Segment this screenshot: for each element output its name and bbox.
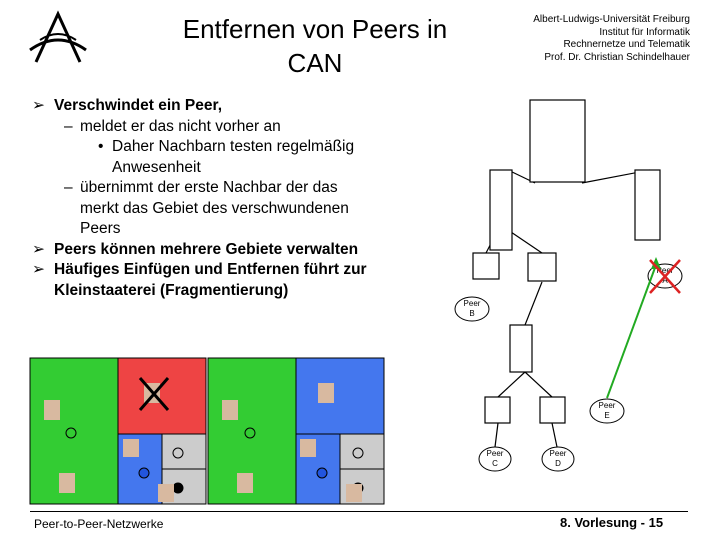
tree-edge [524,281,543,326]
bullet-main: ➢Verschwindet ein Peer, [32,96,432,117]
slide-title: Entfernen von Peers in CAN [150,12,480,80]
peer-point [138,467,150,479]
zone-gray [339,433,385,470]
uni-line: Prof. Dr. Christian Schindelhauer [544,51,690,63]
peer-point [65,427,77,439]
can-zone-grids [29,357,385,505]
tree-node [527,252,557,282]
tree-edge [507,229,543,254]
bullet-main: ➢Peers können mehrere Gebiete verwalten [32,240,432,261]
peer-point [244,427,256,439]
peer-point [316,467,328,479]
zone-gray [161,433,207,470]
dash-bullet-icon: – [64,179,73,196]
peer-e-node [589,398,625,424]
arrow-bullet-icon: ➢ [32,240,45,258]
peer-c-node [478,446,512,472]
tree-edge [524,371,553,398]
arrow-bullet-icon: ➢ [32,97,45,114]
uni-line: Albert-Ludwigs-Universität Freiburg [533,14,690,25]
tree-edge [494,422,499,448]
title-line-2: CAN [287,48,343,78]
peer-a-label: A [662,276,668,285]
zone-red [117,357,207,435]
footer-divider [30,511,688,512]
dash-bullet-icon: – [64,117,73,135]
university-logo [29,10,87,63]
tree-node [634,169,661,241]
tree-node [489,169,513,251]
dot-bullet-icon: • [98,138,104,155]
bullet-list: ➢Verschwindet ein Peer, –meldet er das n… [32,96,432,301]
footer-page-number: 8. Vorlesung - 15 [560,515,664,530]
peer-d-node [541,446,575,472]
tree-edge [497,371,526,398]
peer-point [172,482,184,494]
university-info: Albert-Ludwigs-Universität Freiburg Inst… [495,14,690,64]
peer-a-label: Peer [657,266,674,275]
can-tree-diagram: Peer B Peer A Peer E Peer C Peer D [454,99,683,472]
takeover-arrow [606,264,657,399]
tree-edge [551,422,558,448]
peer-point [352,447,364,459]
peer-e-label: Peer [599,401,616,410]
peer-d-label: Peer [550,449,567,458]
tree-node-root [529,99,586,183]
peer-e-label: E [604,411,609,420]
peer-b-label: Peer [464,299,481,308]
avatar [222,383,362,502]
title-line-1: Entfernen von Peers in [182,14,448,44]
avatar [44,383,174,502]
peer-c-label: Peer [487,449,504,458]
tree-node [484,396,511,424]
uni-line: Rechnernetze und Telematik [563,39,690,50]
tree-node [539,396,566,424]
peer-d-label: D [555,459,561,468]
uni-line: Institut für Informatik [599,26,690,38]
zone-blue [295,357,385,435]
peer-b-label: B [469,309,474,318]
peer-c-label: C [492,459,498,468]
arrow-bullet-icon: ➢ [32,261,45,278]
removed-cross-icon [649,259,681,294]
footer-course-name: Peer-to-Peer-Netzwerke [34,517,164,531]
takeover-arrowhead-icon [651,257,661,269]
bullet-main: ➢Häufiges Einfügen und Entfernen führt z… [32,261,367,299]
bullet-sub: –meldet er das nicht vorher an [32,117,432,138]
peer-b-node [454,296,490,322]
peer-point [172,447,184,459]
tree-node [509,324,533,373]
tree-node [472,252,500,280]
removed-cross-icon [138,377,170,411]
